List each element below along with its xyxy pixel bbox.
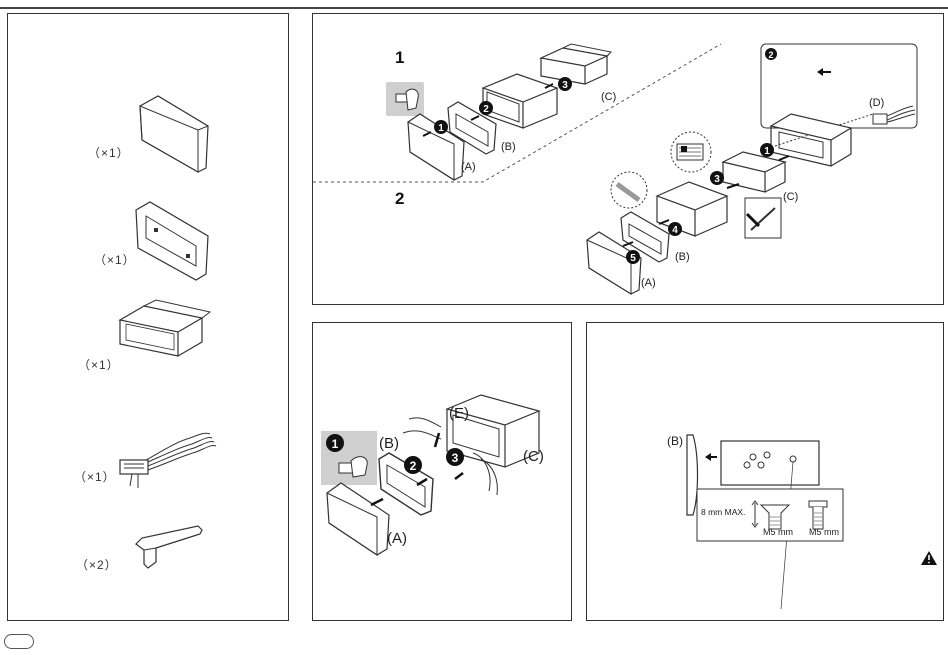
svg-text:3: 3 [562, 80, 568, 91]
trim-plate-side [686, 434, 699, 516]
mounting-panel: (B) 8 mm MAX. M5 mm M5 mm [586, 322, 944, 621]
trim-plate-icon [135, 201, 209, 281]
marker-step2-1: 1 [760, 143, 774, 157]
language-badge [4, 634, 34, 649]
step1-hand-inset [386, 82, 424, 116]
step2-faceplate [586, 231, 642, 295]
svg-text:4: 4 [672, 225, 678, 236]
wiring-harness-icon [119, 432, 217, 488]
svg-text:1: 1 [764, 146, 770, 157]
step-1-number: 1 [395, 48, 405, 67]
label-D: (D) [869, 97, 884, 109]
accessories-illustrations [118, 95, 217, 569]
qty-extraction-key: （×2） [76, 558, 118, 572]
label-C-removal: (C) [523, 448, 544, 465]
screw-detail-box [696, 488, 844, 542]
label-E-removal: (E) [449, 405, 469, 422]
label-C-step2: (C) [783, 191, 798, 203]
label-B-mounting: (B) [667, 434, 683, 448]
svg-text:2: 2 [483, 104, 489, 115]
installation-diagram: 1 2 3 2 [313, 43, 918, 295]
label-A-step2: (A) [641, 277, 656, 289]
label-A-removal: (A) [387, 530, 407, 547]
marker-removal-2: 2 [404, 456, 422, 474]
faceplate-icon [139, 95, 209, 173]
installation-panel: 1 2 3 2 [312, 13, 944, 305]
screw-size-1: M5 mm [763, 527, 793, 537]
extraction-key-icon [135, 525, 203, 569]
header-rule [0, 7, 948, 9]
removal-unit [445, 394, 541, 468]
step1-sleeve [539, 43, 613, 85]
label-C-step1: (C) [601, 91, 616, 103]
label-B-removal: (B) [379, 435, 399, 452]
label-A-step1: (A) [461, 161, 476, 173]
mounting-sleeve-icon [118, 299, 212, 357]
svg-text:1: 1 [438, 123, 444, 134]
bend-tab-inset [744, 197, 782, 239]
qty-mounting-sleeve: （×1） [78, 358, 120, 372]
harness-inset: 2 [760, 43, 918, 129]
label-B-step2: (B) [675, 251, 690, 263]
svg-text:3: 3 [452, 451, 459, 465]
sleeve-detail-inset [670, 131, 712, 173]
marker-step1-3: 3 [558, 77, 572, 91]
accessories-panel: （×1） （×1） （×1） （×1） （×2） [7, 13, 289, 621]
screw-size-2: M5 mm [809, 527, 839, 537]
removal-panel: 1 2 3 (B) (E) (C) [312, 322, 572, 621]
removal-trim-plate [378, 452, 434, 516]
qty-wiring-harness: （×1） [74, 470, 116, 484]
step-2-number: 2 [395, 189, 405, 208]
mounting-diagram: (B) 8 mm MAX. M5 mm M5 mm [667, 434, 937, 610]
label-B-step1: (B) [501, 141, 516, 153]
marker-removal-3: 3 [446, 448, 464, 466]
removal-faceplate [326, 482, 390, 556]
removal-diagram: 1 2 3 (B) (E) (C) [321, 394, 544, 556]
svg-text:3: 3 [714, 174, 720, 185]
warning-triangle-icon [921, 551, 937, 565]
svg-text:2: 2 [410, 459, 417, 473]
step2-trim-plate [620, 211, 670, 263]
max-depth-label: 8 mm MAX. [701, 507, 745, 517]
chassis-side [720, 440, 820, 610]
pin-detail-inset [610, 171, 648, 209]
qty-faceplate: （×1） [88, 146, 130, 160]
marker-step1-2: 2 [479, 101, 493, 115]
marker-step2-3: 3 [710, 171, 724, 185]
step2-sleeve [721, 151, 787, 193]
step2-dashboard-bracket [769, 113, 853, 167]
svg-text:5: 5 [630, 253, 636, 264]
svg-text:1: 1 [332, 437, 339, 451]
qty-trim-plate: （×1） [94, 253, 136, 267]
hand-inset: 1 [321, 431, 377, 485]
marker-step2-5: 5 [626, 250, 640, 264]
step1-unit [481, 73, 559, 129]
marker-step1-1: 1 [434, 120, 448, 134]
svg-text:2: 2 [768, 50, 773, 60]
marker-step2-4: 4 [668, 222, 682, 236]
step2-unit [655, 181, 729, 237]
step1-trim-plate [447, 101, 497, 155]
